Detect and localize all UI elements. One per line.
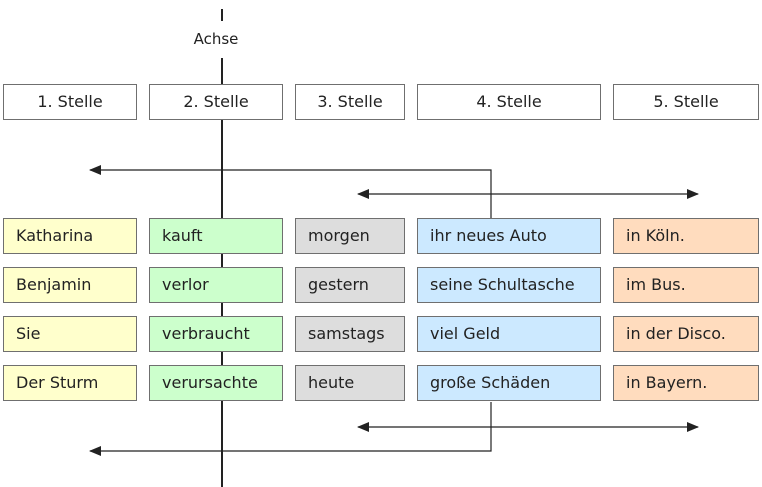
cell-row2-col4: seine Schultasche [417, 267, 601, 303]
cell-row1-col2: kauft [149, 218, 283, 254]
cell-row1-col3: morgen [295, 218, 405, 254]
axis-label: Achse [182, 29, 250, 49]
cell-row2-col3: gestern [295, 267, 405, 303]
cell-row4-col4: große Schäden [417, 365, 601, 401]
header-1: 1. Stelle [3, 84, 137, 120]
header-5: 5. Stelle [613, 84, 759, 120]
cell-row3-col4: viel Geld [417, 316, 601, 352]
header-3: 3. Stelle [295, 84, 405, 120]
cell-row3-col2: verbraucht [149, 316, 283, 352]
cell-row1-col4: ihr neues Auto [417, 218, 601, 254]
cell-row2-col2: verlor [149, 267, 283, 303]
cell-row3-col3: samstags [295, 316, 405, 352]
header-2: 2. Stelle [149, 84, 283, 120]
cell-row4-col5: in Bayern. [613, 365, 759, 401]
cell-row2-col5: im Bus. [613, 267, 759, 303]
cell-row2-col1: Benjamin [3, 267, 137, 303]
lower-move-arrow [89, 402, 492, 456]
cell-row3-col5: in der Disco. [613, 316, 759, 352]
cell-row1-col5: in Köln. [613, 218, 759, 254]
header-4: 4. Stelle [417, 84, 601, 120]
cell-row4-col3: heute [295, 365, 405, 401]
cell-row3-col1: Sie [3, 316, 137, 352]
cell-row4-col1: Der Sturm [3, 365, 137, 401]
cell-row4-col2: verursachte [149, 365, 283, 401]
upper-move-arrow [89, 165, 492, 218]
cell-row1-col1: Katharina [3, 218, 137, 254]
